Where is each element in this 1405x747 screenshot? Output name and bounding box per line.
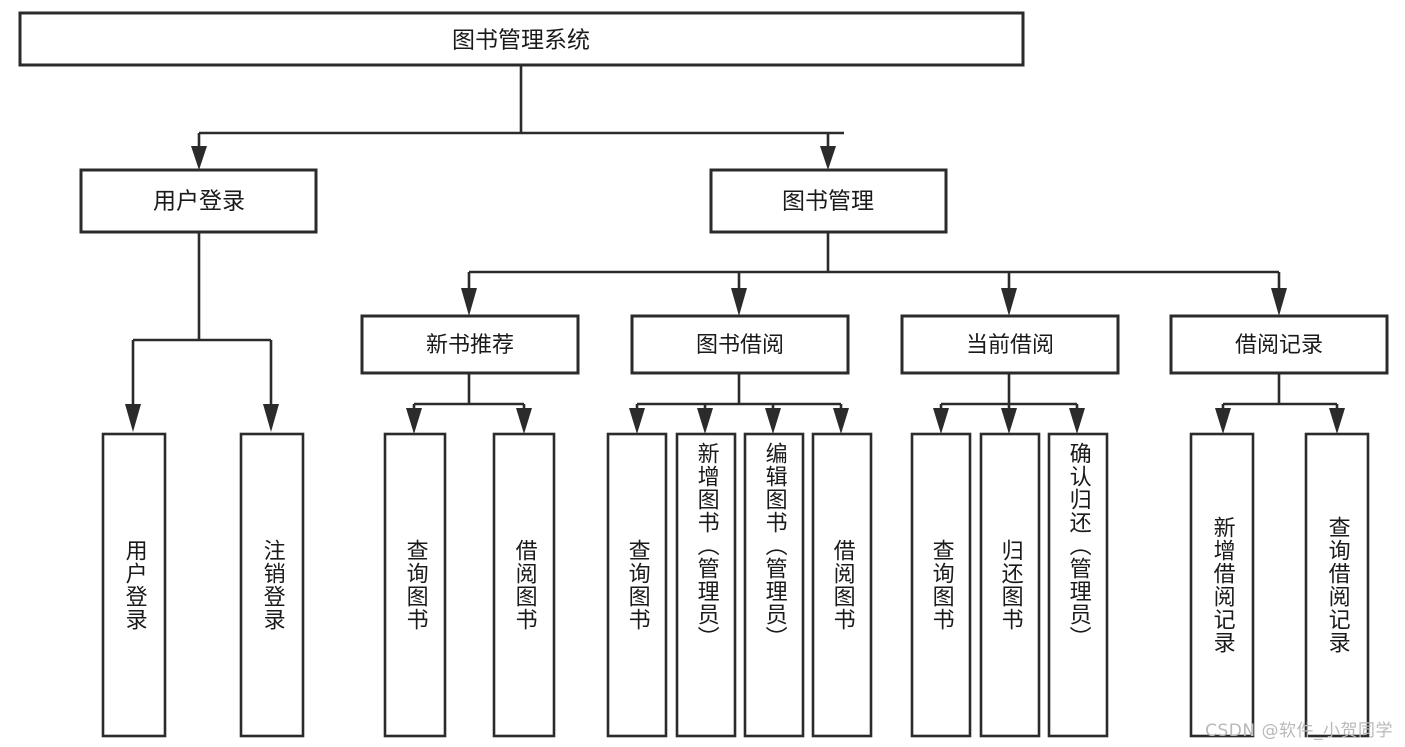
node-user-login[interactable]: 用户登录 <box>79 168 318 234</box>
node-user-login-label: 用户登录 <box>153 189 245 215</box>
node-current-borrow-box[interactable] <box>900 314 1120 375</box>
node-current-borrow-label: 当前借阅 <box>966 333 1054 358</box>
leaf-edit-book-box[interactable] <box>743 432 805 738</box>
leaf-query-book-2-box[interactable] <box>606 432 668 738</box>
arrow-to-leaf-add-book <box>697 408 713 434</box>
leaf-query-book-3-box[interactable] <box>910 432 972 738</box>
node-book-manage-box[interactable] <box>709 168 948 234</box>
leaf-query-record-box[interactable] <box>1304 432 1370 738</box>
leaf-boxes <box>101 432 1370 738</box>
leaf-user-login-box[interactable] <box>101 432 167 738</box>
connectors-borrowrecord-to-leaves <box>1215 373 1345 434</box>
node-new-book-recommend-label: 新书推荐 <box>426 333 514 358</box>
connectors-userlogin-to-leaves <box>125 232 279 432</box>
leaf-borrow-book-1-box[interactable] <box>492 432 556 738</box>
node-book-manage-label: 图书管理 <box>782 189 874 215</box>
leaf-add-book-box[interactable] <box>675 432 737 738</box>
connectors-root-to-level1 <box>191 65 844 170</box>
node-borrow-record[interactable]: 借阅记录 <box>1169 314 1389 375</box>
node-book-borrow[interactable]: 图书借阅 <box>630 314 850 375</box>
leaf-query-book-1-box[interactable] <box>383 432 447 738</box>
leaf-borrow-book-2-box[interactable] <box>811 432 873 738</box>
node-book-borrow-box[interactable] <box>630 314 850 375</box>
arrow-to-leaf-borrow-book-2 <box>833 408 849 434</box>
arrow-to-book-borrow <box>731 288 747 316</box>
node-current-borrow[interactable]: 当前借阅 <box>900 314 1120 375</box>
arrow-to-leaf-add-record <box>1215 408 1231 434</box>
arrow-to-new-book-recommend <box>461 288 477 316</box>
arrow-to-leaf-confirm-return <box>1069 408 1085 434</box>
arrow-to-leaf-query-book-1 <box>406 408 422 434</box>
leaf-return-book-box[interactable] <box>979 432 1041 738</box>
node-new-book-recommend[interactable]: 新书推荐 <box>360 314 580 375</box>
leaf-confirm-return-box[interactable] <box>1047 432 1109 738</box>
arrow-to-leaf-query-record <box>1329 408 1345 434</box>
arrow-to-leaf-edit-book <box>765 408 781 434</box>
arrow-to-leaf-user-login <box>125 404 141 432</box>
node-user-login-box[interactable] <box>79 168 318 234</box>
arrow-to-borrow-record <box>1271 288 1287 316</box>
node-root-label: 图书管理系统 <box>452 28 590 54</box>
arrow-to-leaf-logout <box>263 404 279 432</box>
connectors-currentborrow-to-leaves <box>933 373 1085 434</box>
arrow-to-leaf-query-book-3 <box>933 408 949 434</box>
connectors-newbook-to-leaves <box>406 373 532 434</box>
node-root[interactable]: 图书管理系统 <box>18 11 1025 67</box>
node-root-box[interactable] <box>18 11 1025 67</box>
node-borrow-record-box[interactable] <box>1169 314 1389 375</box>
connectors-bookmanage-to-level2 <box>461 232 1287 316</box>
arrow-to-current-borrow <box>1001 288 1017 316</box>
arrow-to-leaf-query-book-2 <box>629 408 645 434</box>
watermark: CSDN @软件_小贺同学 <box>1205 721 1393 741</box>
connectors-bookborrow-to-leaves <box>629 373 849 434</box>
node-new-book-recommend-box[interactable] <box>360 314 580 375</box>
arrow-to-book-manage <box>820 146 836 170</box>
leaf-add-record-box[interactable] <box>1189 432 1255 738</box>
node-book-manage[interactable]: 图书管理 <box>709 168 948 234</box>
leaf-logout-box[interactable] <box>239 432 305 738</box>
arrow-to-leaf-return-book <box>1001 408 1017 434</box>
node-book-borrow-label: 图书借阅 <box>696 333 784 358</box>
arrow-to-user-login <box>191 146 207 170</box>
arrow-to-leaf-borrow-book-1 <box>516 408 532 434</box>
node-borrow-record-label: 借阅记录 <box>1235 333 1323 358</box>
